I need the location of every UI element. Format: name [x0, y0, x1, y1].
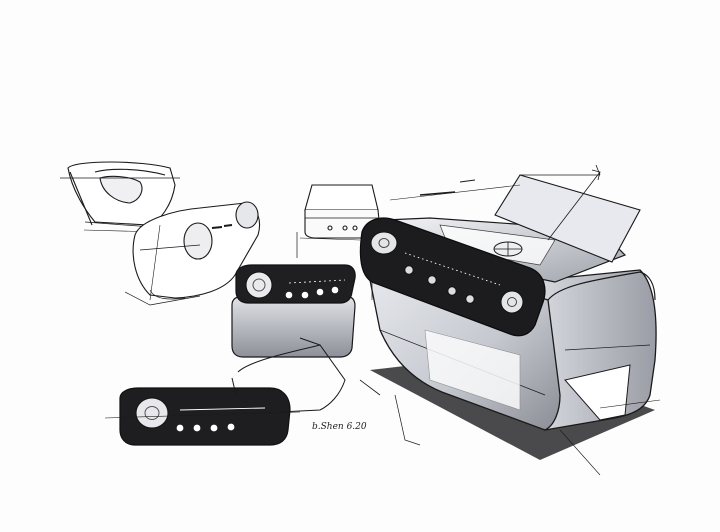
control-panel-sketch-medium — [231, 264, 356, 358]
main-toaster-render — [299, 164, 661, 476]
control-bar-sketch-small — [104, 387, 301, 446]
rounded-module-sketch — [124, 201, 261, 306]
box-sketch — [296, 184, 381, 258]
small-perspective-sketch — [60, 161, 180, 233]
artist-signature: b.Shen 6.20 — [312, 422, 367, 432]
outline-body-sketch — [231, 337, 346, 413]
